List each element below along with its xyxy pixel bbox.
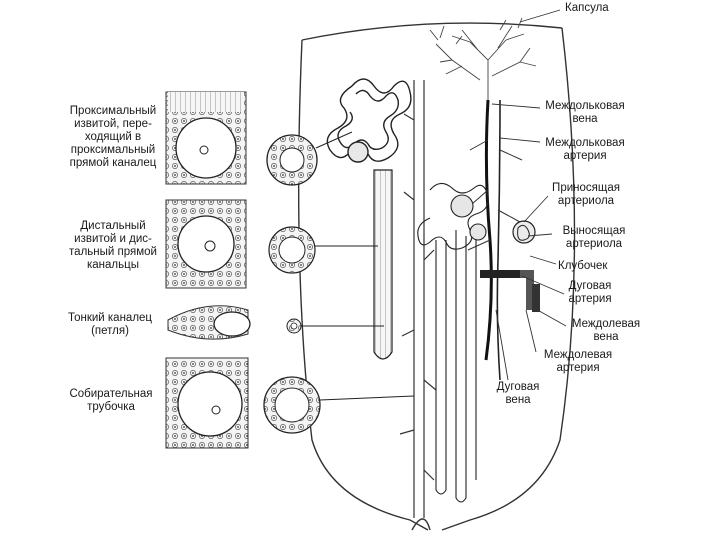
capsule-leader (519, 9, 561, 23)
glomerulus (512, 220, 536, 244)
collecting-duct (399, 80, 437, 518)
proximal-micrograph (165, 91, 247, 185)
label-thin-loop: Тонкий каналец(петля) (67, 312, 153, 337)
label-glomerulus: Клубочек (558, 260, 608, 272)
proximal-cross-section (266, 134, 318, 186)
interlobular-vessels (467, 99, 523, 381)
arcuate-vessels (480, 270, 540, 312)
cross-section-leaders (301, 131, 415, 401)
proximal-straight-tubule (373, 169, 393, 360)
thin-loop-cross-section (286, 318, 302, 334)
collecting-micrograph (165, 357, 249, 449)
capsule-vessel-tree (429, 17, 537, 110)
collecting-cross-section (263, 376, 321, 434)
thin-loop-micrograph (167, 305, 251, 340)
juxtamedullary-nephron (417, 182, 489, 503)
distal-micrograph (165, 199, 247, 289)
distal-cross-section (268, 226, 316, 274)
right-label-leaders (491, 103, 567, 381)
proximal-convoluted-tubule (326, 78, 412, 163)
label-capsule: Капсула (565, 2, 609, 14)
